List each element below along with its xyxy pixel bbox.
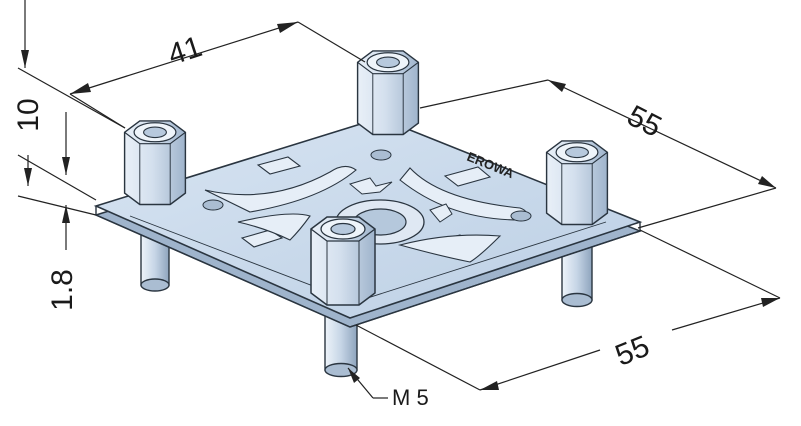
dimension-10: 10 [12,0,126,175]
hex-spacer-left [123,120,187,206]
hex-spacer-front [310,216,376,306]
dimension-55-right-label: 55 [622,99,667,144]
dimension-41: 41 [69,21,366,129]
dimension-1-8-label: 1.8 [46,269,79,311]
dimension-55-bottom-label: 55 [611,330,654,373]
dimension-1-8: 1.8 [17,154,97,311]
dimension-41-label: 41 [164,30,206,72]
thread-callout-label: M 5 [392,385,429,410]
thread-callout: M 5 [347,367,429,410]
hex-spacer-back [356,50,420,136]
dimension-10-label: 10 [12,98,45,131]
hex-spacer-right [545,140,609,226]
